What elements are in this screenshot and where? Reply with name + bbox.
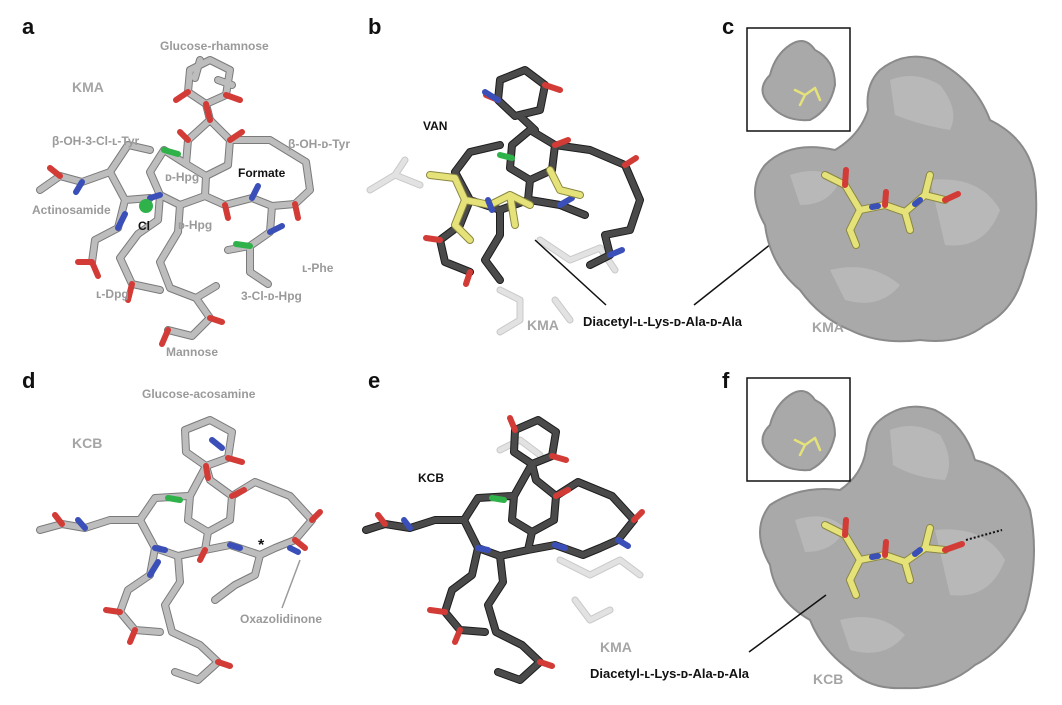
asterisk-mark: * — [258, 537, 265, 554]
chlorine-ion-sphere — [139, 199, 153, 213]
panel-letter-a: a — [22, 14, 35, 39]
ligand-molecule-b — [426, 166, 584, 244]
label-d-hpg-1: ᴅ-Hpg — [165, 170, 199, 184]
label-kcb-f: KCB — [813, 671, 843, 687]
kma-name-label: KMA — [72, 79, 104, 95]
label-glucose-acosamine: Glucose-acosamine — [142, 387, 256, 401]
kcb-dark-molecule — [362, 415, 645, 684]
label-van: VAN — [423, 119, 447, 133]
panel-letter-b: b — [368, 14, 381, 39]
panel-letter-e: e — [368, 368, 380, 393]
label-3-cl-d-hpg: 3-Cl-ᴅ-Hpg — [241, 289, 302, 303]
label-formate: Formate — [238, 166, 286, 180]
panel-b: b VAN KMA Diacetyl-ʟ-Lys-ᴅ-Ala-ᴅ-Ala — [366, 14, 777, 336]
label-kma-b: KMA — [527, 317, 559, 333]
panel-c: c KMA — [722, 14, 1038, 343]
panel-e: e KCB KMA — [362, 368, 645, 684]
kma-molecule — [36, 56, 314, 347]
panel-d: d KCB Glucose-acosamine * Oxazolidinone — [22, 368, 323, 684]
label-kma-c: KMA — [812, 319, 844, 335]
leader-line-f — [748, 594, 827, 653]
inset-c — [746, 27, 851, 132]
ligand-label-bc: Diacetyl-ʟ-Lys-ᴅ-Ala-ᴅ-Ala — [583, 314, 743, 329]
leader-line-b — [534, 239, 607, 306]
panel-letter-d: d — [22, 368, 35, 393]
kcb-surface — [759, 405, 1035, 690]
kma-surface — [754, 55, 1038, 343]
leader-line-c — [693, 239, 777, 306]
panel-letter-f: f — [722, 368, 730, 393]
panel-a: a KMA Glucose-rhamnose β-OH-3-Cl-ʟ-Tyr β… — [22, 14, 350, 359]
ligand-molecule-f — [821, 517, 965, 599]
kcb-name-label: KCB — [72, 435, 102, 451]
label-actinosamide: Actinosamide — [32, 203, 111, 217]
oxazolidinone-leader — [281, 559, 301, 609]
panel-f: f Diacetyl-ʟ-Lys-ᴅ-Ala-ᴅ-Ala KCB — [590, 368, 1035, 690]
kma-ghost-molecule — [366, 156, 619, 336]
kcb-molecule — [36, 416, 323, 684]
label-mannose: Mannose — [166, 345, 218, 359]
label-oxazolidinone: Oxazolidinone — [240, 612, 322, 626]
inset-f — [746, 377, 851, 482]
kma-ghost-molecule-e — [496, 436, 644, 624]
label-b-oh-3-cl-l-tyr: β-OH-3-Cl-ʟ-Tyr — [52, 134, 140, 148]
label-glucose-rhamnose: Glucose-rhamnose — [160, 39, 269, 53]
label-l-dpg: ʟ-Dpg — [96, 287, 129, 301]
label-cl: Cl — [138, 219, 150, 233]
van-molecule — [423, 66, 644, 287]
ligand-molecule-c — [821, 167, 961, 249]
ligand-label-f: Diacetyl-ʟ-Lys-ᴅ-Ala-ᴅ-Ala — [590, 666, 750, 681]
label-kma-e: KMA — [600, 639, 632, 655]
label-l-phe: ʟ-Phe — [302, 261, 334, 275]
label-kcb-e: KCB — [418, 471, 444, 485]
panel-letter-c: c — [722, 14, 734, 39]
label-b-oh-d-tyr: β-OH-ᴅ-Tyr — [288, 137, 350, 151]
label-d-hpg-2: ᴅ-Hpg — [178, 218, 212, 232]
